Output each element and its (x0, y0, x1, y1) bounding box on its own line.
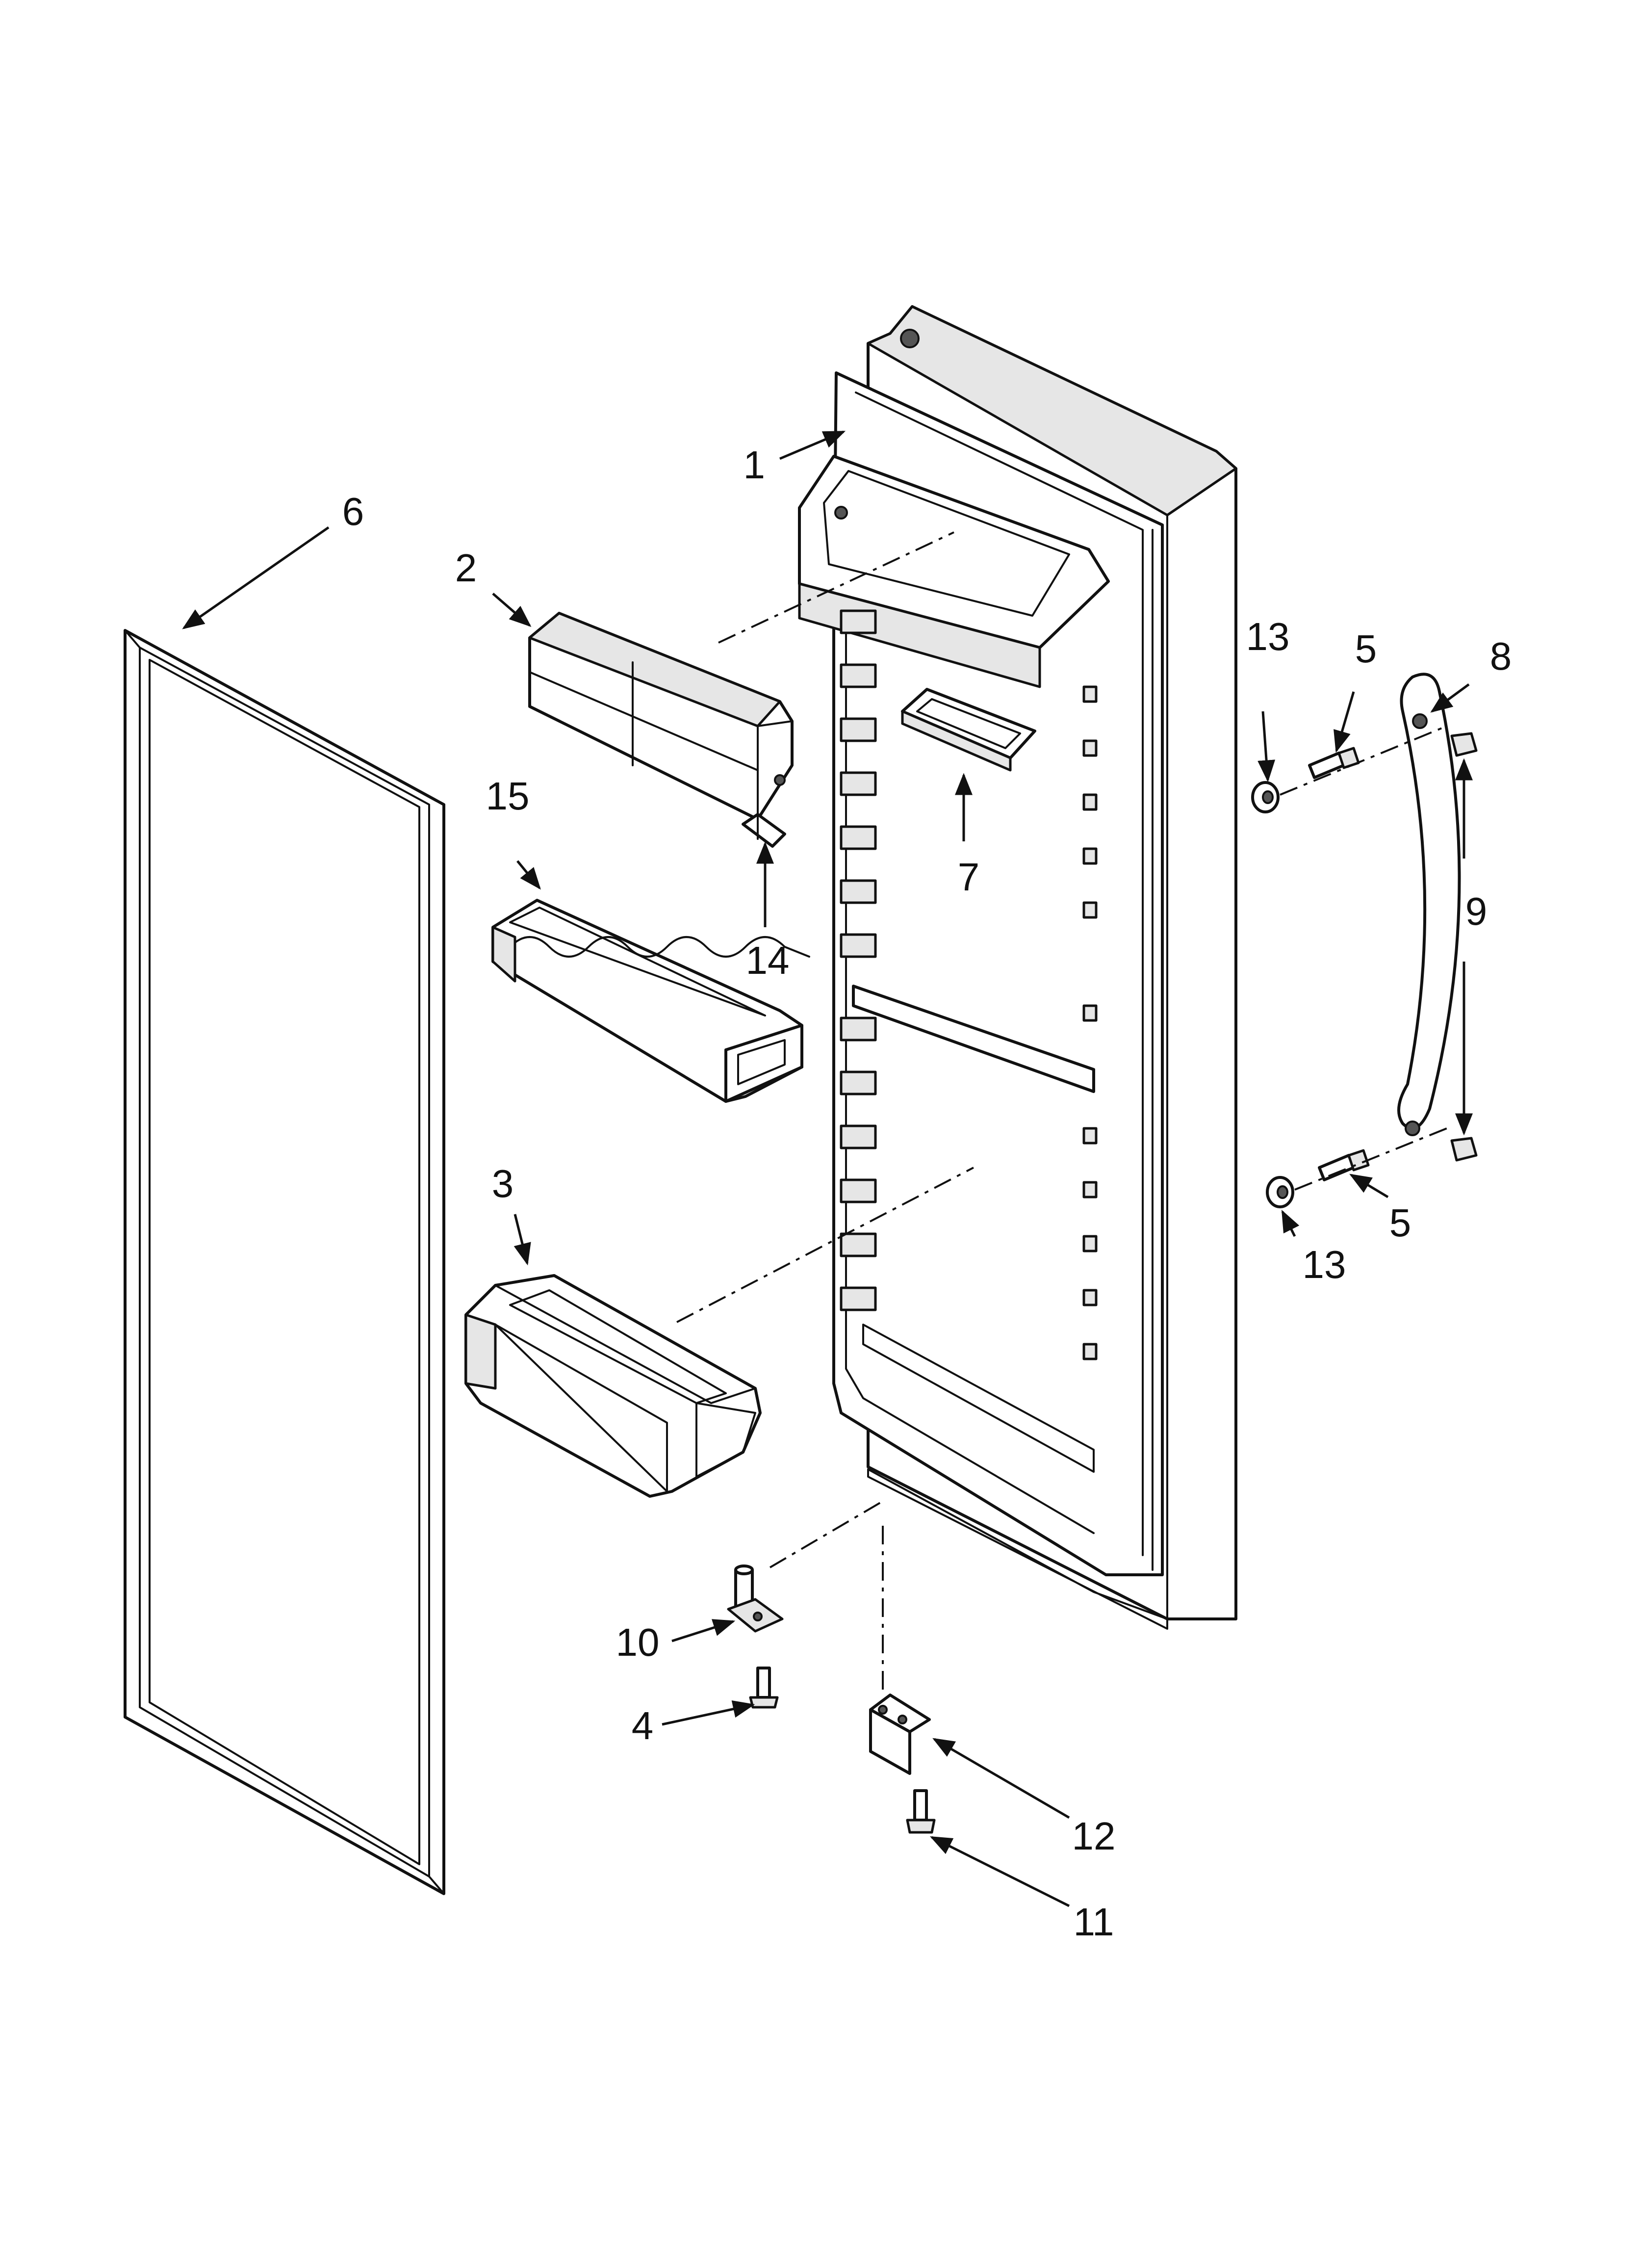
small-tray (901, 688, 1036, 772)
callout-11: 11 (1073, 1900, 1114, 1944)
callout-1: 1 (744, 443, 766, 487)
door-liner (798, 305, 1237, 1630)
handle-screw-top (1308, 747, 1360, 779)
callout-2: 2 (455, 546, 477, 590)
hinge-pin-bracket (727, 1564, 784, 1633)
callout-labels: 1 2 3 4 5 5 6 7 8 9 10 11 12 13 13 14 15 (342, 443, 1512, 1944)
callout-5-bottom: 5 (1389, 1201, 1411, 1245)
callout-4: 4 (632, 1704, 654, 1747)
shelf-clips-left (840, 609, 877, 1311)
callout-8: 8 (1490, 634, 1512, 678)
leader-arrows (182, 430, 1473, 1907)
washer-top (1251, 781, 1280, 813)
door-gasket (124, 629, 445, 1895)
callout-13-top: 13 (1246, 615, 1290, 658)
callout-9: 9 (1465, 889, 1488, 933)
callout-5-top: 5 (1355, 627, 1377, 671)
handle-studs (1450, 732, 1478, 1162)
callout-15: 15 (486, 774, 530, 818)
egg-bin (491, 899, 810, 1103)
assembly-lines (676, 531, 1447, 1693)
hinge-screw (749, 1667, 779, 1709)
callout-14: 14 (746, 938, 790, 982)
bottom-hinge-screw (906, 1789, 936, 1834)
washer-bottom (1266, 1176, 1294, 1208)
callout-13-bottom: 13 (1303, 1243, 1346, 1286)
dairy-door-hinge (742, 813, 786, 848)
callout-3: 3 (492, 1162, 514, 1205)
callout-7: 7 (958, 855, 980, 899)
dairy-door (528, 612, 794, 821)
door-handle (1397, 673, 1461, 1136)
callout-6: 6 (342, 490, 364, 533)
bottom-hinge (869, 1694, 931, 1775)
door-bin (464, 1274, 762, 1498)
handle-screw-bottom (1318, 1149, 1370, 1181)
callout-12: 12 (1072, 1814, 1116, 1858)
shelf-clips-right (1082, 685, 1098, 1360)
callout-10: 10 (616, 1620, 660, 1664)
